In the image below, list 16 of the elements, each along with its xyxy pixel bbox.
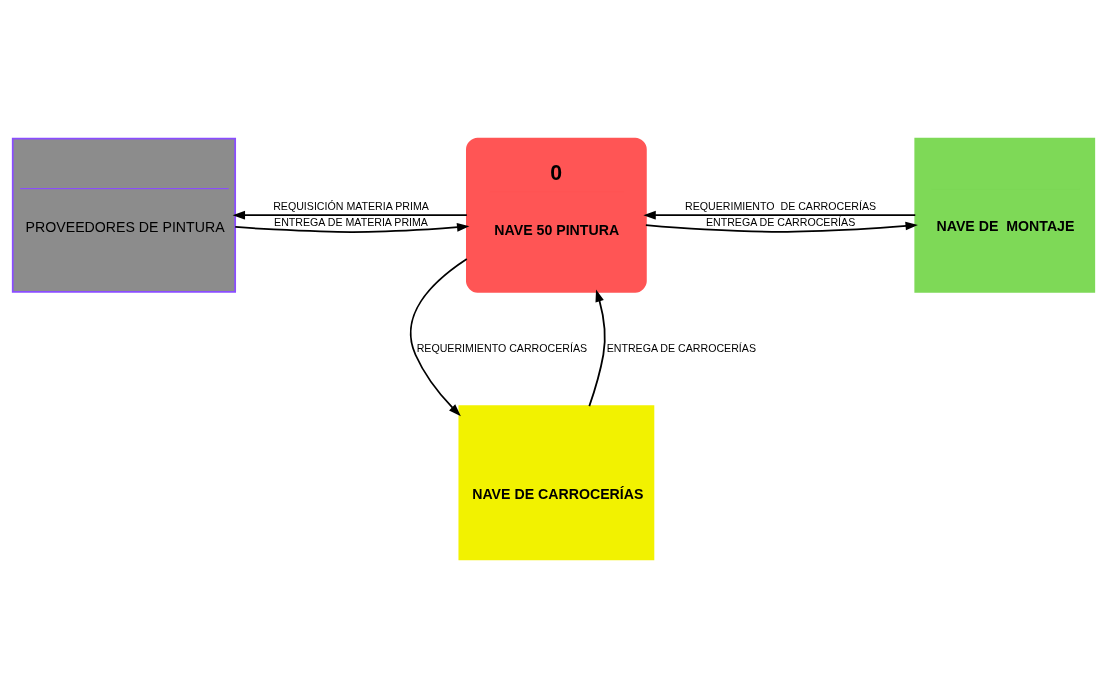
edge-label: REQUERIMIENTO DE CARROCERÍAS xyxy=(685,199,877,212)
edge-label: ENTREGA DE CARROCERÍAS xyxy=(606,341,757,354)
node-box: PROVEEDORES DE PINTURA xyxy=(11,137,237,293)
edge-label: ENTREGA DE MATERIA PRIMA xyxy=(274,216,428,229)
arrow xyxy=(409,258,468,417)
arrow xyxy=(588,289,606,408)
edge-label: REQUERIMIENTO CARROCERÍAS xyxy=(416,341,588,354)
node-box: NAVE DE CARROCERÍAS xyxy=(458,405,655,561)
edge-label: REQUISICIÓN MATERIA PRIMA xyxy=(273,199,429,212)
node-box: NAVE DE MONTAJE xyxy=(914,137,1096,293)
arrow xyxy=(643,210,917,220)
edge-label: ENTREGA DE CARROCERÍAS xyxy=(705,216,856,229)
arrow xyxy=(234,222,470,233)
arrow xyxy=(232,210,468,220)
arrow xyxy=(645,221,918,233)
node-box: 0 NAVE 50 PINTURA xyxy=(466,137,647,293)
